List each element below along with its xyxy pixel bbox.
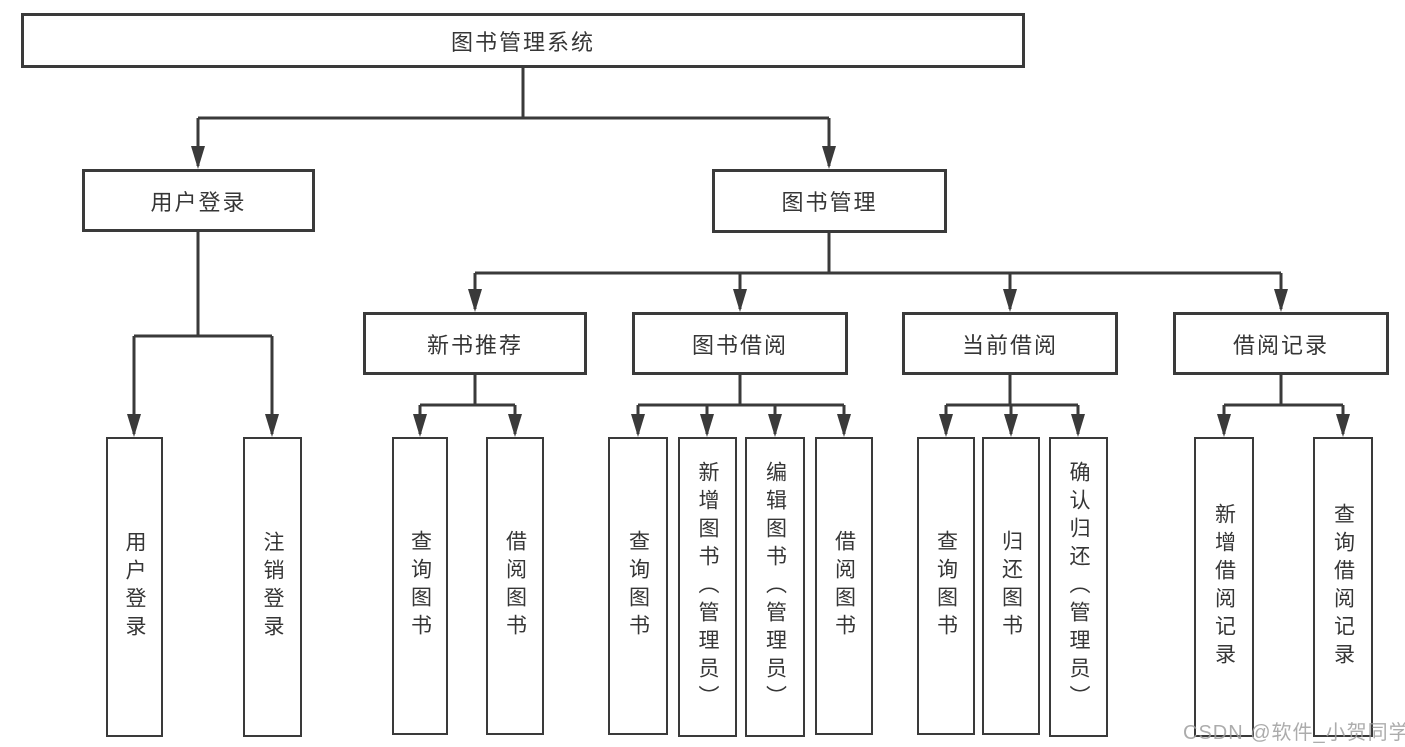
csdn-watermark: CSDN @软件_小贺同学 bbox=[1183, 722, 1405, 744]
node-label: 查询图书 bbox=[408, 530, 432, 642]
connector-root bbox=[196, 68, 831, 166]
node-book-borrowing: 图书借阅 bbox=[632, 312, 848, 375]
node-label: 查询图书 bbox=[934, 530, 958, 642]
node-label: 图书管理 bbox=[781, 190, 878, 215]
node-label: 当前借阅 bbox=[961, 332, 1058, 358]
connector-borrowing-records bbox=[1222, 375, 1345, 434]
connector-book-management bbox=[473, 233, 1283, 309]
node-label: 确认归还（管理员） bbox=[1067, 461, 1091, 713]
node-label: 借阅图书 bbox=[832, 530, 856, 642]
arrowheads bbox=[127, 146, 1350, 437]
connector-book-borrowing bbox=[636, 375, 846, 434]
node-book-management: 图书管理 bbox=[712, 169, 947, 233]
node-label: 用户登录 bbox=[150, 189, 247, 215]
leaf-borrow-book-2: 借阅图书 bbox=[815, 437, 873, 735]
leaf-return-book: 归还图书 bbox=[982, 437, 1040, 735]
node-label: 查询图书 bbox=[626, 530, 650, 642]
node-label: 用户登录 bbox=[123, 531, 147, 643]
node-borrowing-records: 借阅记录 bbox=[1173, 312, 1389, 375]
leaf-query-book-3: 查询图书 bbox=[917, 437, 975, 735]
node-label: 图书管理系统 bbox=[450, 29, 595, 55]
node-label: 新增图书（管理员） bbox=[696, 461, 720, 713]
node-label: 归还图书 bbox=[999, 530, 1023, 642]
leaf-borrow-book-1: 借阅图书 bbox=[486, 437, 544, 735]
leaf-user-login: 用户登录 bbox=[106, 437, 163, 737]
node-user-login: 用户登录 bbox=[82, 169, 315, 232]
node-label: 查询借阅记录 bbox=[1331, 503, 1355, 671]
node-label: 借阅记录 bbox=[1232, 332, 1329, 358]
leaf-query-book-2: 查询图书 bbox=[608, 437, 668, 735]
node-label: 新增借阅记录 bbox=[1212, 503, 1236, 671]
leaf-confirm-return-admin: 确认归还（管理员） bbox=[1049, 437, 1108, 737]
node-label: 图书借阅 bbox=[691, 332, 788, 358]
leaf-logout: 注销登录 bbox=[243, 437, 302, 737]
node-label: 新书推荐 bbox=[426, 332, 523, 358]
node-label: 编辑图书（管理员） bbox=[763, 461, 787, 713]
leaf-add-borrowing-record: 新增借阅记录 bbox=[1194, 437, 1254, 737]
node-label: 注销登录 bbox=[261, 531, 285, 643]
leaf-query-borrowing-record: 查询借阅记录 bbox=[1313, 437, 1373, 737]
node-label: 借阅图书 bbox=[503, 530, 527, 642]
leaf-edit-book-admin: 编辑图书（管理员） bbox=[745, 437, 805, 737]
node-current-borrowing: 当前借阅 bbox=[902, 312, 1118, 375]
node-new-book-recommendation: 新书推荐 bbox=[363, 312, 587, 375]
leaf-query-book-1: 查询图书 bbox=[392, 437, 448, 735]
connector-new-book bbox=[418, 375, 517, 434]
node-library-management-system: 图书管理系统 bbox=[21, 13, 1025, 68]
leaf-add-book-admin: 新增图书（管理员） bbox=[678, 437, 737, 737]
connector-user-login bbox=[132, 232, 274, 434]
